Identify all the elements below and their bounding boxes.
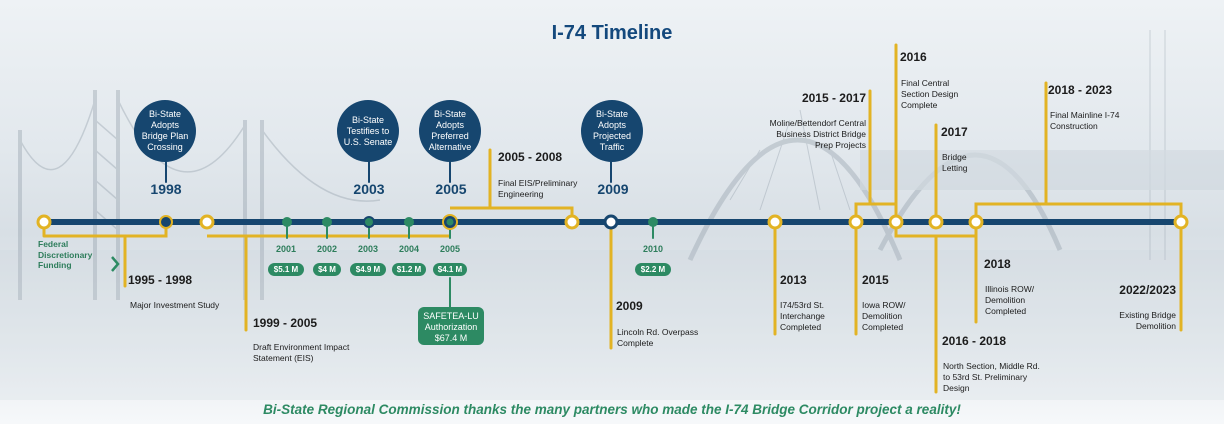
milestone-desc-2016: Final Central Section Design Complete — [901, 78, 959, 110]
milestone-desc-2005-2008: Final EIS/Preliminary Engineering — [498, 178, 578, 199]
federal-arrow — [111, 256, 120, 272]
bubble-year-1998: 1998 — [150, 181, 182, 197]
milestone-desc-2009: Lincoln Rd. Overpass Complete — [617, 327, 699, 348]
bubble-year-2005: 2005 — [435, 181, 467, 197]
page-title: I-74 Timeline — [551, 22, 673, 44]
bubble-2009: Bi-State Adopts Projected Traffic — [581, 100, 643, 162]
milestone-desc-1995-1998: Major Investment Study — [130, 300, 220, 310]
node-2015 — [848, 214, 864, 230]
node-start — [36, 214, 52, 230]
milestone-desc-2017: Bridge Letting — [942, 152, 968, 173]
milestone-year-2015-2017: 2015 - 2017 — [801, 91, 866, 105]
funding-amount-2001: $5.1 M — [268, 263, 304, 276]
milestone-desc-2015-2017: Moline/Bettendorf Central Business Distr… — [769, 118, 866, 150]
milestone-year-1999-2005: 1999 - 2005 — [253, 316, 318, 330]
node-1998-ring — [159, 215, 173, 229]
node-2013 — [767, 214, 783, 230]
node-2017 — [928, 214, 944, 230]
funding-amount-2002: $4 M — [313, 263, 341, 276]
funding-year-2004: 2004 — [398, 244, 420, 254]
milestone-desc-2013: I74/53rd St. Interchange Completed — [780, 300, 825, 332]
milestone-year-1995-1998: 1995 - 1998 — [128, 273, 193, 287]
milestone-year-2016: 2016 — [900, 50, 927, 64]
connector-2018-2023 — [974, 202, 1183, 222]
milestone-year-2009: 2009 — [616, 299, 643, 313]
node-1999 — [199, 214, 215, 230]
node-2001 — [282, 217, 292, 227]
bubble-2003: Bi-State Testifies to U.S. Senate — [337, 100, 399, 162]
milestone-desc-2015: Iowa ROW/ Demolition Completed — [862, 300, 906, 332]
funding-year-2001: 2001 — [275, 244, 297, 254]
funding-year-2003: 2003 — [357, 244, 379, 254]
milestone-year-2018: 2018 — [984, 257, 1011, 271]
node-end — [1173, 214, 1189, 230]
funding-amount-2010: $2.2 M — [635, 263, 671, 276]
funding-year-2005: 2005 — [439, 244, 461, 254]
bubble-year-2003: 2003 — [353, 181, 385, 197]
federal-funding-label: Federal Discretionary Funding — [38, 239, 93, 270]
milestone-desc-2018: Illinois ROW/ Demolition Completed — [985, 284, 1035, 316]
node-2004 — [404, 217, 414, 227]
bubble-year-2009: 2009 — [597, 181, 629, 197]
footer-thanks: Bi-State Regional Commission thanks the … — [263, 402, 961, 417]
safetea-lu-box: SAFETEA-LU Authorization $67.4 M — [418, 307, 484, 345]
milestone-desc-1999-2005: Draft Environment Impact Statement (EIS) — [253, 342, 350, 363]
node-2005-inner — [446, 218, 454, 226]
milestone-desc-2022-2023: Existing Bridge Demolition — [1119, 310, 1176, 331]
milestone-year-2005-2008: 2005 - 2008 — [498, 150, 563, 164]
funding-year-2002: 2002 — [316, 244, 338, 254]
node-2009 — [603, 214, 619, 230]
bubble-2005: Bi-State Adopts Preferred Alternative — [419, 100, 481, 162]
node-2008 — [564, 214, 580, 230]
milestone-desc-2016-2018: North Section, Middle Rd. to 53rd St. Pr… — [943, 361, 1040, 393]
milestone-desc-2018-2023: Final Mainline I-74 Construction — [1050, 110, 1120, 131]
node-2010 — [648, 217, 658, 227]
funding-amount-2005: $4.1 M — [433, 263, 467, 276]
node-2018 — [968, 214, 984, 230]
funding-year-2010: 2010 — [642, 244, 664, 254]
milestone-year-2022-2023: 2022/2023 — [1119, 283, 1176, 297]
milestone-year-2013: 2013 — [780, 273, 807, 287]
milestone-year-2016-2018: 2016 - 2018 — [942, 334, 1007, 348]
node-2016 — [888, 214, 904, 230]
node-2003-inner — [365, 218, 373, 226]
milestone-year-2017: 2017 — [941, 125, 968, 139]
bubble-1998: Bi-State Adopts Bridge Plan Crossing — [134, 100, 196, 162]
milestone-year-2015: 2015 — [862, 273, 889, 287]
milestone-year-2018-2023: 2018 - 2023 — [1048, 83, 1113, 97]
node-2002 — [322, 217, 332, 227]
funding-amount-2003: $4.9 M — [350, 263, 386, 276]
funding-amount-2004: $1.2 M — [392, 263, 426, 276]
